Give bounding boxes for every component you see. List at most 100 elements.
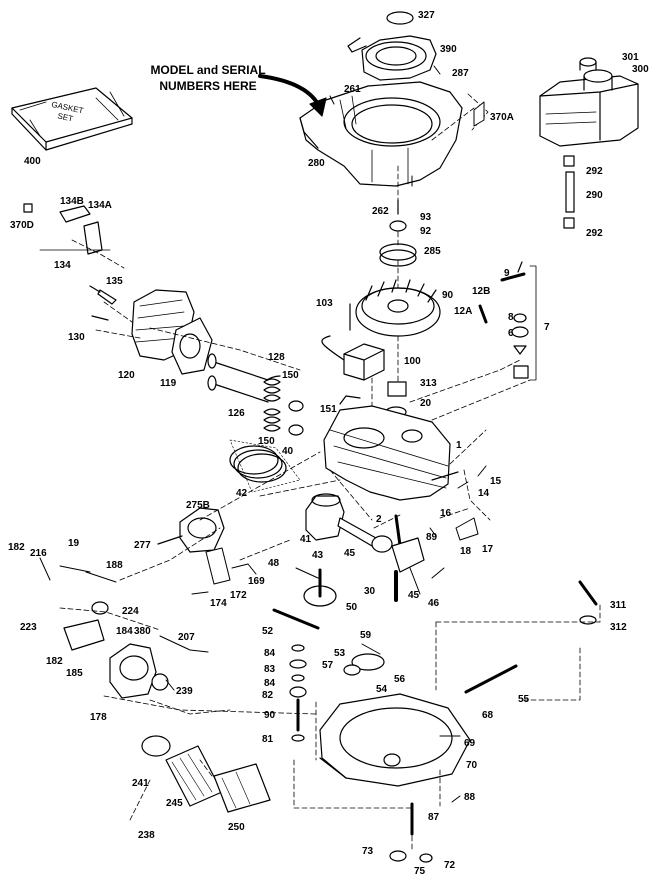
part-label-134: 134 [54, 260, 71, 271]
part-label-45-lower: 45 [408, 590, 420, 601]
part-label-261: 261 [344, 84, 361, 95]
part-label-280: 280 [308, 158, 325, 169]
part-label-17: 17 [482, 544, 494, 555]
control-bracket [23, 203, 111, 255]
part-label-390: 390 [440, 44, 457, 55]
oil-fill-cap [578, 580, 598, 606]
oil-drain-plug [389, 850, 407, 862]
part-label-83: 83 [264, 664, 276, 675]
part-label-262: 262 [372, 206, 389, 217]
part-label-89: 89 [426, 532, 438, 543]
part-label-245: 245 [166, 798, 183, 809]
part-label-59: 59 [360, 630, 372, 641]
part-label-300: 300 [632, 64, 649, 75]
part-label-30: 30 [364, 586, 376, 597]
part-label-182-bottom: 182 [46, 656, 63, 667]
part-label-52: 52 [262, 626, 274, 637]
part-label-134A: 134A [88, 200, 112, 211]
governor-gear [343, 653, 385, 676]
part-label-14: 14 [478, 488, 490, 499]
bushing [387, 381, 407, 397]
part-label-301: 301 [622, 52, 639, 63]
part-label-178: 178 [90, 712, 107, 723]
piston-rings [229, 439, 301, 493]
part-label-48: 48 [268, 558, 280, 569]
air-cleaner [141, 735, 271, 813]
part-label-54: 54 [376, 684, 388, 695]
part-label-185: 185 [66, 668, 83, 679]
part-label-370D: 370D [10, 220, 34, 231]
part-label-238: 238 [138, 830, 155, 841]
part-label-327: 327 [418, 10, 435, 21]
fuel-tank [539, 57, 639, 147]
model-serial-note: MODEL and SERIAL NUMBERS HERE [144, 62, 272, 94]
part-label-20: 20 [420, 398, 432, 409]
cam-gear [303, 568, 337, 607]
part-label-90: 90 [442, 290, 454, 301]
part-label-184: 184 [116, 626, 133, 637]
part-label-75: 75 [414, 866, 426, 877]
part-label-250: 250 [228, 822, 245, 833]
part-label-311: 311 [610, 600, 627, 611]
fuel-line-parts [563, 155, 575, 229]
part-label-9: 9 [504, 268, 510, 279]
part-label-46: 46 [428, 598, 440, 609]
flywheel-washer-edge [379, 249, 417, 267]
part-label-285: 285 [424, 246, 441, 257]
part-label-128: 128 [268, 352, 285, 363]
part-label-119: 119 [160, 378, 177, 389]
part-label-312: 312 [610, 622, 627, 633]
rewind-starter [347, 35, 437, 81]
part-label-87: 87 [428, 812, 440, 823]
part-label-277: 277 [134, 540, 151, 551]
part-label-223: 223 [20, 622, 37, 633]
flywheel-nut [389, 220, 407, 232]
part-label-1: 1 [456, 440, 462, 451]
part-label-174: 174 [210, 598, 227, 609]
part-label-8: 8 [508, 312, 514, 323]
part-label-400: 400 [24, 156, 41, 167]
part-label-130: 130 [68, 332, 85, 343]
cylinder-head [131, 289, 213, 375]
o-ring [579, 615, 597, 625]
part-label-81: 81 [262, 734, 274, 745]
part-label-135: 135 [106, 276, 123, 287]
piston [305, 493, 345, 541]
part-label-72: 72 [444, 860, 456, 871]
spark-plug [89, 285, 117, 305]
part-label-134B: 134B [60, 196, 84, 207]
part-label-73: 73 [362, 846, 374, 857]
part-label-169: 169 [248, 576, 265, 587]
intake-pipe [63, 619, 105, 651]
part-label-103: 103 [316, 298, 333, 309]
part-label-68: 68 [482, 710, 494, 721]
part-label-151: 151 [320, 404, 337, 415]
part-label-56: 56 [394, 674, 406, 685]
part-label-12B: 12B [472, 286, 491, 297]
part-label-7: 7 [544, 322, 550, 333]
part-label-275B: 275B [186, 500, 210, 511]
part-label-150-top: 150 [282, 370, 299, 381]
valve-springs [263, 375, 304, 436]
muffler [157, 507, 225, 553]
part-label-16: 16 [440, 508, 452, 519]
part-label-292-bottom: 292 [586, 228, 603, 239]
part-label-150-bottom: 150 [258, 436, 275, 447]
crankshaft [391, 514, 425, 602]
ignition-module [321, 335, 385, 381]
part-label-290: 290 [586, 190, 603, 201]
part-label-207: 207 [178, 632, 195, 643]
starter-cap [386, 11, 414, 25]
part-label-84-bottom: 84 [264, 678, 276, 689]
part-label-70: 70 [466, 760, 478, 771]
part-label-50: 50 [346, 602, 358, 613]
model-arrow [258, 74, 327, 117]
part-label-40: 40 [282, 446, 294, 457]
part-label-18: 18 [460, 546, 472, 557]
part-label-313: 313 [420, 378, 437, 389]
head-bolt [91, 315, 109, 321]
part-label-90-lower: 90 [264, 710, 276, 721]
part-label-172: 172 [230, 590, 247, 601]
